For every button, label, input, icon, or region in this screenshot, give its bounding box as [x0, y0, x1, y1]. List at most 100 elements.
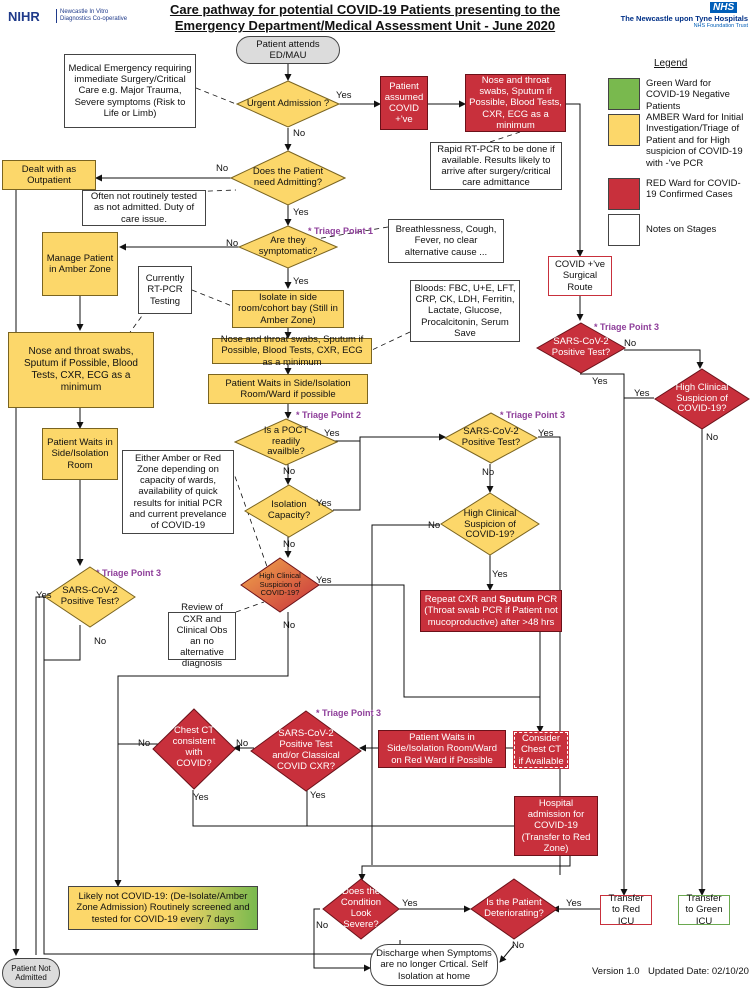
- deteriorating-diamond: [470, 878, 558, 940]
- bloods-note: Bloods: FBC, U+E, LFT, CRP, CK, LDH, Fer…: [410, 280, 520, 342]
- label-yes-highclin-mid: Yes: [492, 569, 508, 580]
- transfer-red-icu-node: Transfer to Red ICU: [600, 893, 652, 927]
- label-no-admitting: No: [216, 163, 229, 174]
- transfer-green-icu-node: Transfer to Green ICU: [678, 893, 730, 927]
- high-clin-orange-diamond: [240, 557, 320, 613]
- legend-text-amber: AMBER Ward for Initial Investigation/Tri…: [646, 112, 744, 169]
- triage-point-3-bottom: * Triage Point 3: [316, 708, 382, 718]
- sars-right-diamond: [536, 322, 626, 374]
- label-no-highclin-right: No: [706, 432, 719, 443]
- urgent-admission-diamond: [236, 80, 340, 128]
- isolate-side-node: Isolate in side room/cohort bay (Still i…: [232, 290, 344, 328]
- label-no-deteriorating: No: [512, 940, 525, 951]
- sars-mid-diamond: [444, 412, 538, 464]
- often-not-note: Often not routinely tested as not admitt…: [82, 190, 206, 226]
- legend-swatch-green: [608, 78, 640, 110]
- label-yes-capacity: Yes: [316, 498, 332, 509]
- label-no-capacity: No: [283, 539, 296, 550]
- repeat-cxr-text: Repeat CXR and Sputum PCR (Throat swab P…: [424, 594, 558, 628]
- waits-side-centre-node: Patient Waits in Side/Isolation Room/War…: [208, 374, 368, 404]
- manage-amber-node: Manage Patient in Amber Zone: [42, 232, 118, 296]
- covid-surgical-node: COVID +'ve Surgical Route: [548, 256, 612, 296]
- poct-diamond: [234, 418, 338, 466]
- page-title-line-2: Emergency Department/Medical Assessment …: [174, 18, 556, 34]
- triage-point-3-right: * Triage Point 3: [594, 322, 660, 332]
- nihr-subtitle: Newcastle In Vitro Diagnostics Co-operat…: [56, 9, 130, 23]
- legend-swatch-notes: [608, 214, 640, 246]
- symptomatic-diamond: [238, 225, 338, 269]
- hospital-admission-node: Hospital admission for COVID-19 (Transfe…: [514, 796, 598, 856]
- page-title-line-1: Care pathway for potential COVID-19 Pati…: [169, 2, 561, 17]
- isolation-capacity-diamond: [244, 484, 334, 538]
- discharge-node: Discharge when Symptoms are no longer Cr…: [370, 944, 498, 986]
- label-yes-symptomatic: Yes: [293, 276, 309, 287]
- triage-point-3-left: * Triage Point 3: [96, 568, 162, 578]
- legend-swatch-amber: [608, 114, 640, 146]
- label-no-chest-ct: No: [138, 738, 151, 749]
- page-title: Care pathway for potential COVID-19 Pati…: [150, 2, 580, 35]
- high-clin-right-diamond: [654, 368, 750, 430]
- high-clin-mid-diamond: [440, 492, 540, 556]
- likely-not-node: Likely not COVID-19: (De-Isolate/Amber Z…: [68, 886, 258, 930]
- label-yes-admitting: Yes: [293, 207, 309, 218]
- label-yes-highclin-right: Yes: [634, 388, 650, 399]
- updated-date-label: Updated Date: 02/10/20: [648, 966, 749, 977]
- swabs-centre-node: Nose and throat swabs, Sputum if Possibl…: [212, 334, 372, 368]
- sars-left-diamond: [44, 566, 136, 628]
- label-yes-severe: Yes: [402, 898, 418, 909]
- legend-text-notes: Notes on Stages: [646, 224, 717, 235]
- legend-swatch-red: [608, 178, 640, 210]
- need-admitting-diamond: [230, 150, 346, 206]
- label-yes-deteriorating: Yes: [566, 898, 582, 909]
- label-no-sars-mid: No: [482, 467, 495, 478]
- label-no-severe: No: [316, 920, 329, 931]
- legend-title: Legend: [654, 58, 688, 69]
- breathlessness-note: Breathlessness, Cough, Fever, no clear a…: [388, 219, 504, 263]
- patient-not-admitted-node: Patient Not Admitted: [2, 958, 60, 988]
- label-yes-sars-left: Yes: [36, 590, 52, 601]
- dealt-outpatient-node: Dealt with as Outpatient: [2, 160, 96, 190]
- label-yes-chest-ct: Yes: [193, 792, 209, 803]
- swabs-left-node: Nose and throat swabs, Sputum if Possibl…: [8, 332, 154, 408]
- trust-name: The Newcastle upon Tyne Hospitals: [620, 14, 748, 23]
- review-cxr-note: Review of CXR and Clinical Obs an no alt…: [168, 602, 236, 669]
- triage-point-1: * Triage Point 1: [308, 226, 374, 236]
- label-no-sars-classical: No: [236, 738, 249, 749]
- label-yes-orange: Yes: [316, 575, 332, 586]
- waits-side-left-node: Patient Waits in Side/Isolation Room: [42, 428, 118, 480]
- patient-attends-node: Patient attends ED/MAU: [236, 36, 340, 64]
- rapid-rt-pcr-note: Rapid RT-PCR to be done if available. Re…: [430, 142, 562, 190]
- waits-red-node: Patient Waits in Side/Isolation Room/War…: [378, 730, 506, 768]
- label-no-orange: No: [283, 620, 296, 631]
- repeat-cxr-node: Repeat CXR and Sputum PCR (Throat swab P…: [420, 590, 562, 632]
- patient-assumed-node: Patient assumed COVID +'ve: [380, 76, 428, 130]
- chest-ct-diamond: [152, 708, 236, 790]
- triage-point-3-mid: * Triage Point 3: [500, 410, 566, 420]
- legend-text-red: RED Ward for COVID-19 Confirmed Cases: [646, 178, 741, 201]
- label-no-sars-left: No: [94, 636, 107, 647]
- label-yes-urgent: Yes: [336, 90, 352, 101]
- consider-ct-node: Consider Chest CT if Available: [513, 731, 569, 769]
- label-yes-sars-right: Yes: [592, 376, 608, 387]
- label-no-sars-right: No: [624, 338, 637, 349]
- version-label: Version 1.0: [592, 966, 640, 977]
- label-yes-poct: Yes: [324, 428, 340, 439]
- triage-point-2: * Triage Point 2: [296, 410, 362, 420]
- label-no-highclin-mid: No: [428, 520, 441, 531]
- label-yes-sars-mid: Yes: [538, 428, 554, 439]
- nihr-logo: NIHR: [8, 9, 40, 24]
- label-yes-sars-classical: Yes: [310, 790, 326, 801]
- label-no-poct: No: [283, 466, 296, 477]
- sars-classical-diamond: [250, 710, 362, 792]
- medical-emergency-note: Medical Emergency requiring immediate Su…: [64, 54, 196, 128]
- either-amber-note: Either Amber or Red Zone depending on ca…: [122, 450, 234, 534]
- label-no-urgent: No: [293, 128, 306, 139]
- condition-severe-diamond: [322, 878, 400, 940]
- label-no-symptomatic: No: [226, 238, 239, 249]
- swabs-red-top-node: Nose and throat swabs, Sputum if Possibl…: [465, 74, 566, 132]
- nhs-badge: NHS: [710, 2, 738, 13]
- trust-subtitle: NHS Foundation Trust: [693, 23, 748, 29]
- legend-text-green: Green Ward for COVID-19 Negative Patient…: [646, 78, 730, 112]
- currently-rtpcr-note: Currently RT-PCR Testing: [138, 266, 192, 314]
